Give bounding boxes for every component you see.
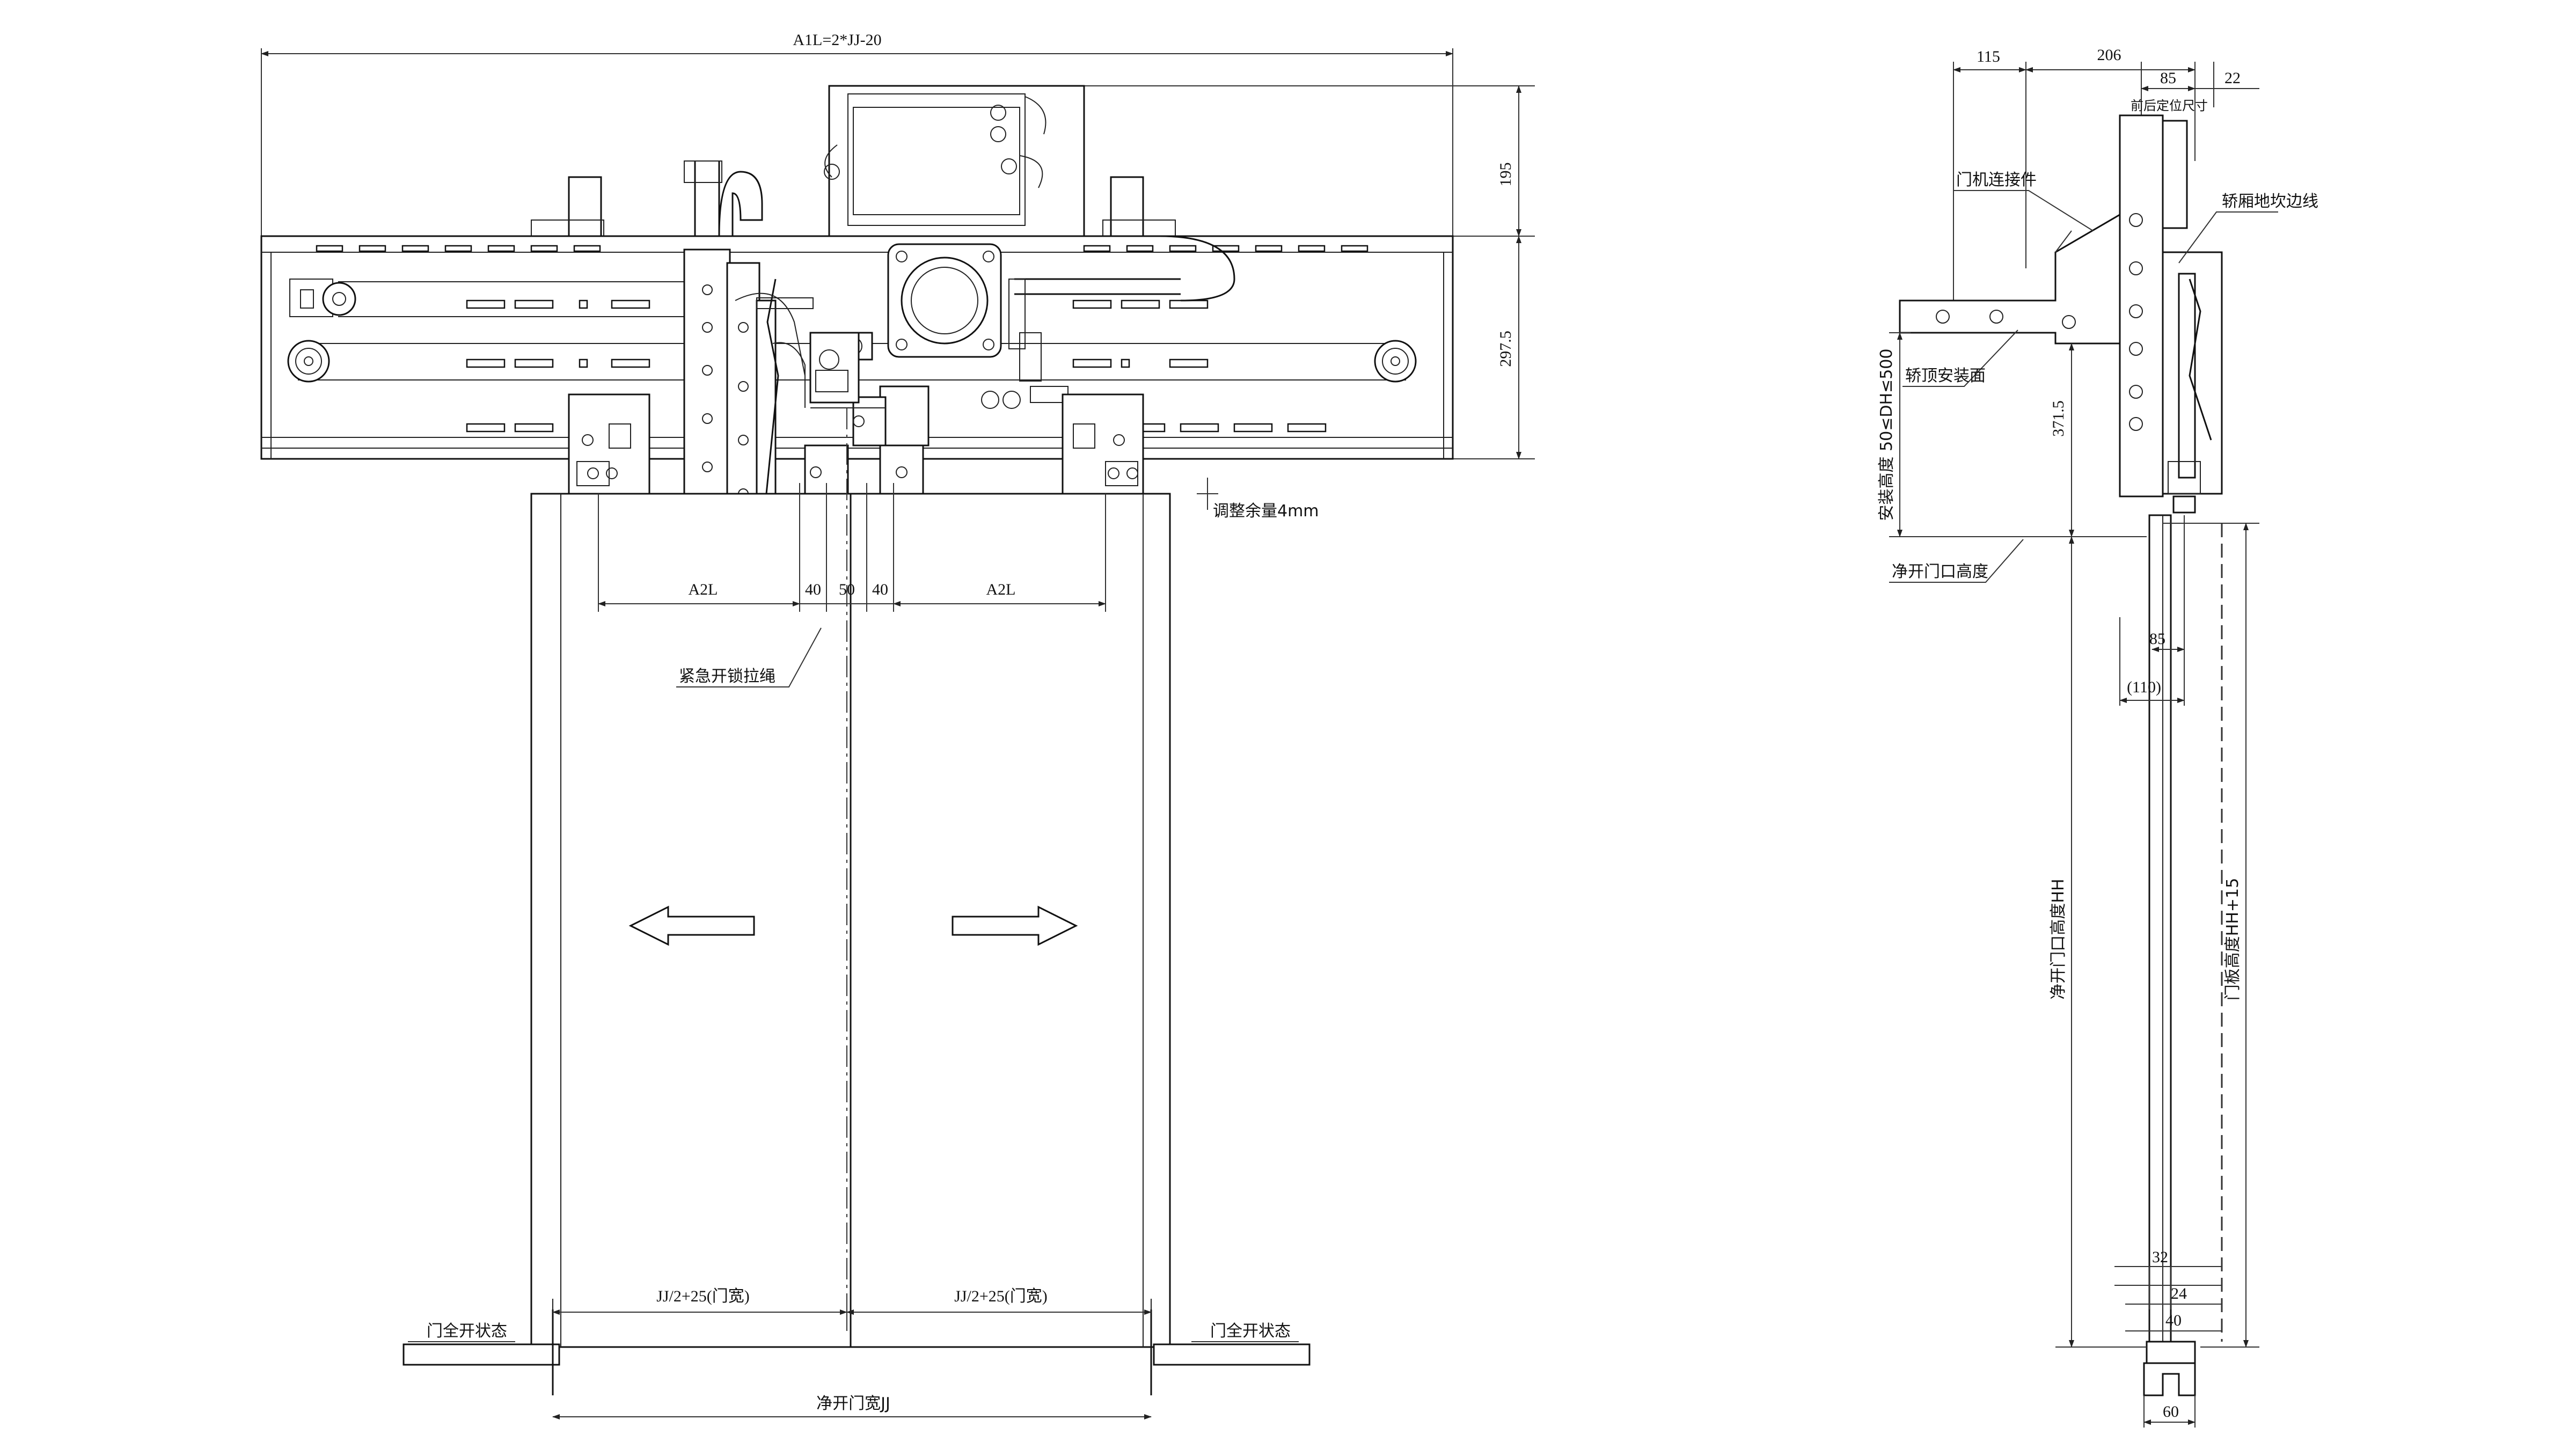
door-panels [530, 493, 1171, 1348]
side-bottom-dims-lower: 32 24 40 60 [2114, 1248, 2222, 1428]
door-panel-height-label: 门板高度HH+15 [2223, 878, 2242, 1000]
open-right-arrow [952, 905, 1078, 946]
right-belt-pulley [1374, 340, 1417, 383]
door-fully-open-left: 门全开状态 [427, 1322, 507, 1341]
left-hanger-plate [568, 393, 650, 495]
side-dim-40: 40 [2165, 1312, 2182, 1329]
emergency-unlock-label: 紧急开锁拉绳 [679, 667, 775, 686]
open-left-arrow [628, 905, 755, 946]
side-top-dimensions: 115 206 85 22 前后定位尺寸 [1953, 46, 2259, 301]
install-height-dimension: 安装高度 50≤DH≤500 [1877, 332, 2029, 537]
gap-left-label: 40 [805, 581, 821, 598]
clear-opening-height-label: 净开门口高度 [1892, 562, 1988, 581]
adjust-margin-label: 调整余量4mm [1213, 502, 1319, 521]
clear-width-label: 净开门宽JJ [816, 1394, 890, 1413]
operator-connector-label: 门机连接件 [1956, 171, 2037, 189]
dim-371-5: 371.5 [2050, 343, 2074, 537]
side-dim-22: 22 [2224, 69, 2241, 87]
door-fully-open-right: 门全开状态 [1210, 1322, 1291, 1341]
operator-connector-bracket [1899, 213, 2121, 345]
tensioner-pulley [289, 279, 356, 317]
right-hanger-plate [1062, 393, 1144, 495]
door-width-right-label: JJ/2+25(门宽) [954, 1287, 1048, 1305]
side-dim-115: 115 [1977, 48, 2000, 65]
side-bottom-dims-upper: 85 (110) [2119, 515, 2185, 706]
side-dim-85-top: 85 [2160, 69, 2176, 87]
clear-width-dimension: 净开门宽JJ [552, 1394, 1152, 1419]
gap-right-label: 40 [872, 581, 888, 598]
emergency-unlock-callout: 紧急开锁拉绳 [676, 627, 822, 687]
car-sill-edge-label: 轿厢地坎边线 [2222, 192, 2318, 211]
side-dim-32: 32 [2152, 1248, 2168, 1266]
motor-controller-box [824, 85, 1085, 237]
side-view: 115 206 85 22 前后定位尺寸 [1877, 46, 2318, 1428]
install-height-label: 安装高度 50≤DH≤500 [1877, 349, 1896, 521]
left-mount-post [568, 176, 602, 237]
side-dim-371-5: 371.5 [2050, 400, 2067, 437]
side-dim-60: 60 [2163, 1403, 2179, 1421]
door-fully-open-labels: 门全开状态 门全开状态 [408, 1322, 1299, 1342]
side-dim-85-bottom: 85 [2149, 630, 2165, 648]
center-clamp [809, 332, 885, 408]
adjust-margin-callout: 调整余量4mm [1197, 478, 1319, 521]
car-top-mounting-label: 轿顶安装面 [1905, 367, 1986, 385]
door-panel-height-dimension: 门板高度HH+15 [2163, 523, 2259, 1348]
sill-plates [402, 1309, 1311, 1395]
a2l-right-label: A2L [986, 581, 1016, 598]
drive-motor-gear [887, 243, 1002, 358]
cable-hose [1014, 235, 1235, 302]
overall-width-dimension: A1L=2*JJ-20 [261, 31, 1453, 236]
side-door-panel [2143, 514, 2223, 1396]
side-operator-body [2119, 114, 2223, 514]
side-dim-206: 206 [2097, 46, 2121, 64]
overall-width-label: A1L=2*JJ-20 [793, 31, 881, 49]
clear-opening-height-dimension: 净开门口高度HH [1986, 536, 2147, 1348]
door-width-dimensions: JJ/2+25(门宽) JJ/2+25(门宽) [552, 1287, 1152, 1331]
left-belt-pulley [287, 340, 330, 383]
dim-195: 195 [1497, 163, 1514, 187]
side-dim-24: 24 [2171, 1285, 2187, 1302]
clear-opening-height-hh-label: 净开门口高度HH [2049, 879, 2068, 999]
door-width-left-label: JJ/2+25(门宽) [656, 1287, 750, 1305]
side-dim-110: (110) [2127, 678, 2161, 696]
front-rear-ref-label: 前后定位尺寸 [2131, 98, 2208, 113]
operator-frame [260, 235, 1454, 460]
a2l-dimensions: A2L 40 50 40 A2L [598, 483, 1106, 612]
right-mount-post [1110, 176, 1144, 237]
front-view: A1L=2*JJ-20 195 297.5 [260, 31, 1535, 1419]
a2l-left-label: A2L [689, 581, 718, 598]
side-callouts: 门机连接件 轿厢地坎边线 轿顶安装面 净开门口高度 [1889, 171, 2318, 583]
top-slots [316, 245, 1368, 252]
dim-297-5: 297.5 [1497, 331, 1514, 367]
